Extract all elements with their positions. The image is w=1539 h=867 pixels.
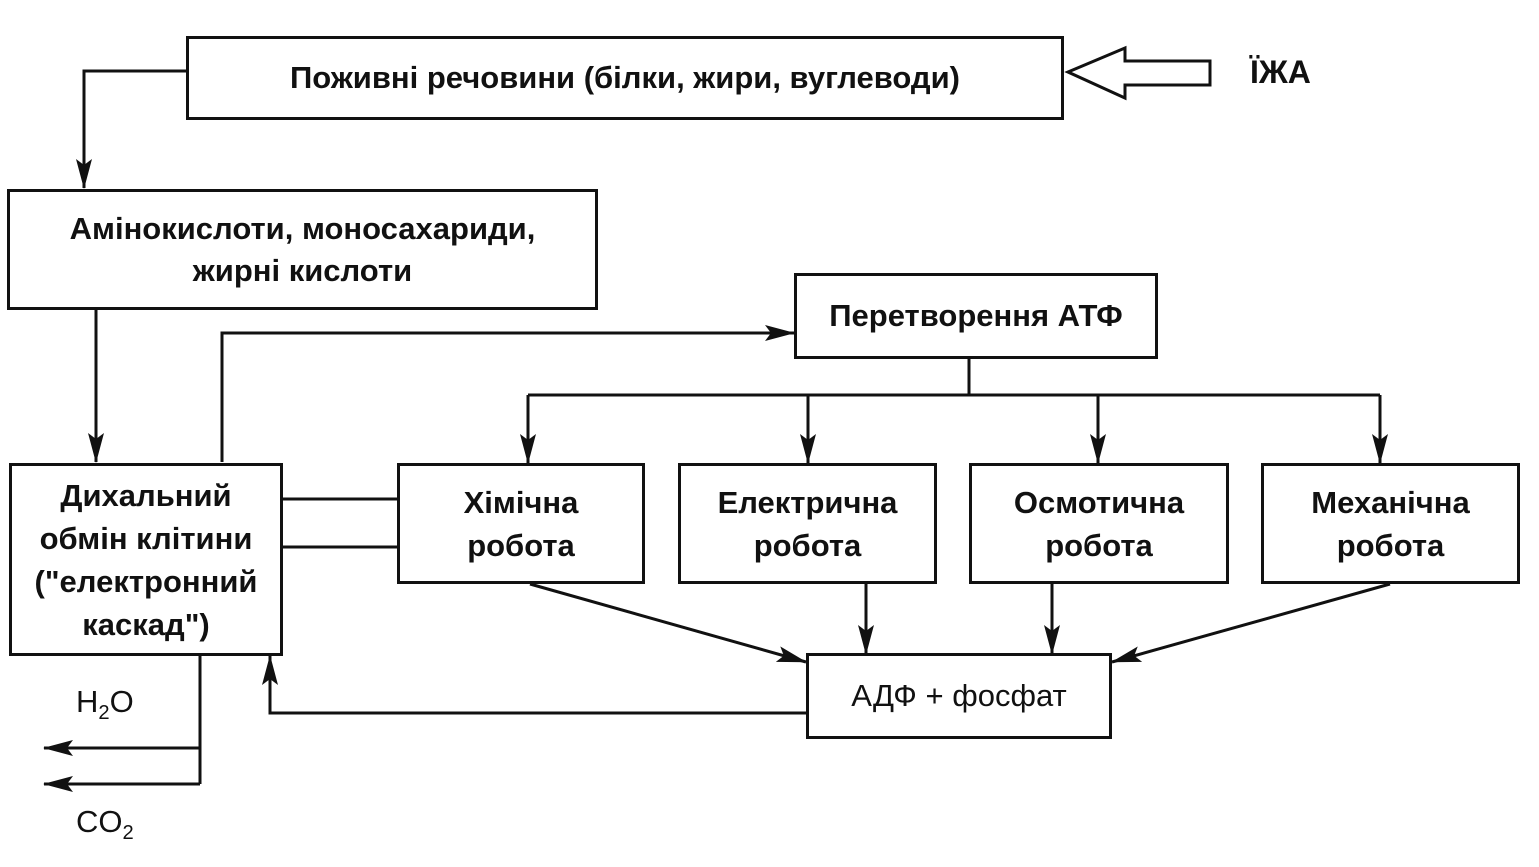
electrical-work-line-2: робота: [753, 527, 862, 563]
chemical-work-box: Хімічна робота: [397, 463, 645, 584]
respiration-line-1: Дихальний: [60, 477, 232, 513]
mechanical-work-box: Механічна робота: [1261, 463, 1520, 584]
atp-conversion-box: Перетворення АТФ: [794, 273, 1158, 359]
respiration-box: Дихальний обмін клітини ("електронний ка…: [9, 463, 283, 656]
electrical-work-box: Електрична робота: [678, 463, 937, 584]
monomers-line-1: Амінокислоти, моносахариди,: [69, 210, 536, 246]
arrow-adp-to-respiration: [262, 655, 806, 715]
water-tail: O: [109, 684, 134, 719]
water-output-label: H2O: [76, 684, 134, 725]
adp-phosphate-label: АДФ + фосфат: [851, 678, 1067, 713]
chemical-work-line-2: робота: [467, 527, 575, 563]
mechanical-work-line-2: робота: [1336, 527, 1445, 563]
nutrients-label: Поживні речовини (білки, жири, вуглеводи…: [290, 60, 960, 95]
chemical-work-line-1: Хімічна: [463, 484, 579, 520]
water-base: H: [76, 684, 99, 719]
arrow-respiration-to-atp: [220, 325, 795, 462]
food-label: ЇЖА: [1250, 54, 1311, 90]
respiration-line-2: обмін клітини: [39, 520, 253, 556]
electrical-work-line-1: Електрична: [717, 484, 898, 520]
nutrients-box: Поживні речовини (білки, жири, вуглеводи…: [186, 36, 1064, 120]
arrow-mechanical-to-adp: [1111, 582, 1391, 664]
arrow-nutrients-to-monomers: [76, 69, 187, 189]
monomers-line-2: жирні кислоти: [192, 252, 413, 288]
co2-output-label: CO2: [76, 804, 134, 845]
food-input-arrow-icon: [1064, 45, 1212, 101]
co2-subscript: 2: [122, 822, 134, 845]
atp-conversion-label: Перетворення АТФ: [829, 298, 1123, 333]
arrow-chemical-to-adp: [529, 582, 807, 664]
osmotic-work-line-2: робота: [1045, 527, 1153, 563]
osmotic-work-box: Осмотична робота: [969, 463, 1229, 584]
respiration-line-4: каскад"): [82, 606, 210, 642]
osmotic-work-line-1: Осмотична: [1013, 484, 1185, 520]
monomers-box: Амінокислоти, моносахариди, жирні кислот…: [7, 189, 598, 310]
respiration-line-3: ("електронний: [34, 563, 258, 599]
water-subscript: 2: [98, 702, 110, 725]
co2-base: CO: [76, 804, 123, 839]
adp-phosphate-box: АДФ + фосфат: [806, 653, 1112, 739]
mechanical-work-line-1: Механічна: [1311, 484, 1470, 520]
